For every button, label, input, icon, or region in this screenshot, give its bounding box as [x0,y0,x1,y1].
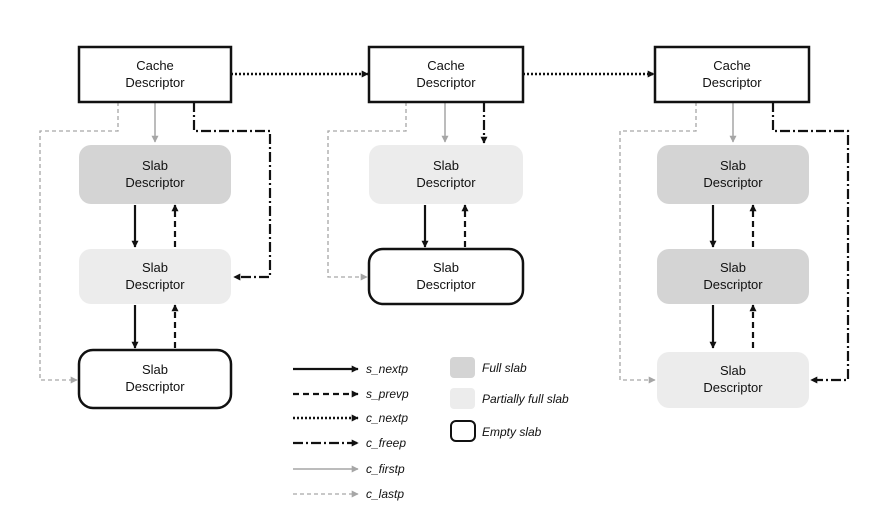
cache-descriptor-3-line-1: Cache [713,58,751,73]
legend-c-nextp-label: c_nextp [366,411,408,425]
slab-descriptor-3-1: Slab Descriptor [657,145,809,204]
cache-descriptor-1: Cache Descriptor [77,45,233,104]
slab-descriptor-3-3: Slab Descriptor [657,352,809,408]
legend-c-firstp-label: c_firstp [366,462,405,476]
slab-descriptor-3-1-line-2: Descriptor [703,175,763,190]
slab-descriptor-3-3-line-2: Descriptor [703,380,763,395]
slab-descriptor-3-2-line-1: Slab [720,260,746,275]
c-lastp-arrow-1 [39,102,119,384]
cache-descriptor-2-line-1: Cache [427,58,465,73]
slab-descriptor-2-1-line-1: Slab [433,158,459,173]
cache-descriptor-1-line-1: Cache [136,58,174,73]
cache-descriptor-3: Cache Descriptor [653,45,811,104]
slab-descriptor-1-1-line-1: Slab [142,158,168,173]
slab-descriptor-1-1-line-2: Descriptor [125,175,185,190]
slab-descriptor-3-1-line-1: Slab [720,158,746,173]
cache-descriptor-2-line-2: Descriptor [416,75,476,90]
c-lastp-arrow-2 [327,102,407,281]
slab-descriptor-1-3-line-2: Descriptor [125,379,185,394]
slab-descriptor-1-2-line-1: Slab [142,260,168,275]
legend-c-lastp-label: c_lastp [366,487,404,501]
legend-partial-swatch [450,388,475,409]
legend-s-nextp-label: s_nextp [366,362,408,376]
legend-partial-label: Partially full slab [482,392,569,406]
slab-descriptor-2-2-line-2: Descriptor [416,277,476,292]
legend-full-label: Full slab [482,361,527,375]
cache-descriptor-3-line-2: Descriptor [702,75,762,90]
slab-descriptor-3-2-line-2: Descriptor [703,277,763,292]
legend-empty-swatch [450,420,476,442]
c-lastp-arrow-3 [619,102,697,384]
slab-descriptor-1-2: Slab Descriptor [79,249,231,304]
cache-descriptor-2: Cache Descriptor [367,45,525,104]
slab-descriptor-1-3: Slab Descriptor [77,348,233,410]
c-freep-arrow-1 [192,102,272,281]
slab-descriptor-2-1-line-2: Descriptor [416,175,476,190]
legend-s-prevp-label: s_prevp [366,387,409,401]
slab-descriptor-2-2: Slab Descriptor [367,247,525,306]
slab-descriptor-1-2-line-2: Descriptor [125,277,185,292]
slab-descriptor-2-1: Slab Descriptor [369,145,523,204]
slab-descriptor-3-3-line-1: Slab [720,363,746,378]
legend-full-swatch [450,357,475,378]
slab-descriptor-2-2-line-1: Slab [433,260,459,275]
slab-descriptor-1-3-line-1: Slab [142,362,168,377]
slab-descriptor-3-2: Slab Descriptor [657,249,809,304]
slab-descriptor-1-1: Slab Descriptor [79,145,231,204]
legend-c-freep-label: c_freep [366,436,406,450]
c-freep-arrow-3 [771,102,850,384]
legend-slabs: Full slab Partially full slab Empty slab [450,357,569,442]
cache-descriptor-1-line-2: Descriptor [125,75,185,90]
legend-empty-label: Empty slab [482,425,542,439]
legend-arrows: s_nextp s_prevp c_nextp c_freep c_firstp… [293,362,409,501]
